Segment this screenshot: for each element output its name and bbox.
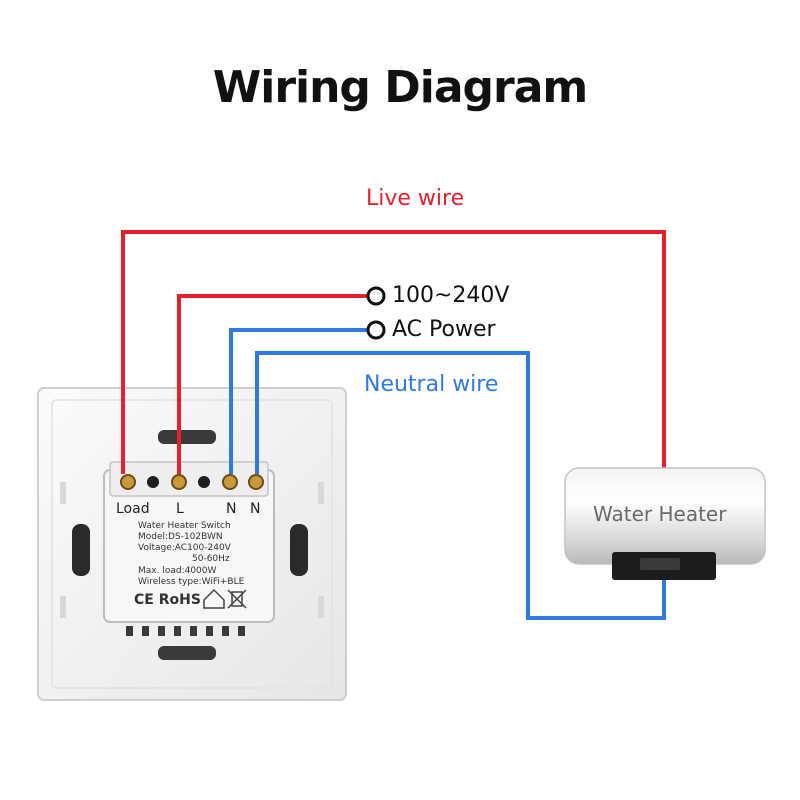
terminal-label-n2: N [250,501,261,517]
terminal-screws [120,474,264,490]
mounting-slot [158,646,216,660]
spec-line-name: Water Heater Switch [138,521,231,531]
terminal-hole [198,476,210,488]
spec-line-frequency: 50-60Hz [192,554,230,564]
live-wire-label: Live wire [366,186,465,211]
spec-line-wireless: Wireless type:WiFi+BLE [138,577,245,587]
mounting-slot [290,524,308,576]
spec-line-voltage: Voltage:AC100-240V [138,543,231,553]
power-terminal-live [366,286,386,306]
plate-tab [318,482,324,504]
wall-plate-inner [51,399,333,689]
plate-tab [318,596,324,618]
terminal-label-load: Load [116,501,150,517]
live-wire-to-heater [121,230,666,474]
terminal-label-l: L [176,501,184,517]
plate-tab [60,482,66,504]
terminal-screw-n1 [222,474,238,490]
page-title: Wiring Diagram [212,62,589,113]
spec-line-model: Model:DS-102BWN [138,532,223,542]
terminal-screw-l [171,474,187,490]
terminal-screw-n2 [248,474,264,490]
plate-tab [60,596,66,618]
water-heater-label: Water Heater [593,502,727,526]
neutral-wire-label: Neutral wire [364,372,499,397]
terminal-label-n1: N [226,501,237,517]
ac-power-label: AC Power [392,317,496,342]
mounting-slot [72,524,90,576]
voltage-label: 100~240V [392,283,510,308]
terminal-hole [147,476,159,488]
neutral-wire-to-heater [255,351,666,620]
live-wire-supply [177,294,368,474]
spec-line-max-load: Max. load:4000W [138,566,217,576]
module-vents [126,626,245,636]
certification-marks: CE RoHS [134,592,201,608]
house-icon [203,588,225,609]
neutral-wire-supply [229,328,368,474]
terminal-screw-load [120,474,136,490]
mounting-slot [158,430,216,444]
water-heater-display [640,558,680,570]
power-terminal-neutral [366,320,386,340]
weee-bin-icon [227,589,247,609]
